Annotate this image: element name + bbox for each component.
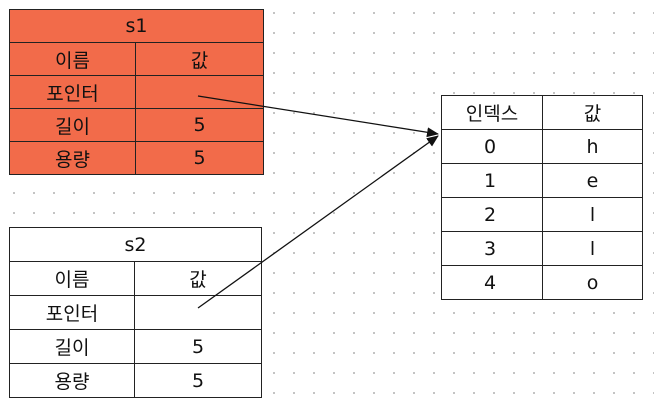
heap-value-0: h xyxy=(542,129,643,164)
heap-header-value: 값 xyxy=(542,95,643,130)
heap-value-2: l xyxy=(542,197,643,232)
heap-row: 2 l xyxy=(441,197,643,232)
heap-row: 4 o xyxy=(441,265,643,300)
s2-pointer-label: 포인터 xyxy=(9,295,135,330)
heap-row: 1 e xyxy=(441,163,643,198)
s2-row-length: 길이 5 xyxy=(9,329,262,364)
heap-index-0: 0 xyxy=(441,129,543,164)
s1-capacity-label: 용량 xyxy=(9,141,136,175)
s1-row-length: 길이 5 xyxy=(9,108,264,142)
heap-row: 0 h xyxy=(441,129,643,164)
s2-capacity-label: 용량 xyxy=(9,363,135,398)
heap-value-4: o xyxy=(542,265,643,300)
s2-header-name: 이름 xyxy=(9,261,135,296)
s1-pointer-arrow xyxy=(197,95,439,138)
s2-header-value: 값 xyxy=(134,261,262,296)
heap-header-index: 인덱스 xyxy=(441,95,543,130)
s1-row-capacity: 용량 5 xyxy=(9,141,264,175)
heap-value-1: e xyxy=(542,163,643,198)
s1-pointer-label: 포인터 xyxy=(9,75,136,109)
s2-row-capacity: 용량 5 xyxy=(9,363,262,398)
s1-capacity-value: 5 xyxy=(135,141,264,175)
s2-length-label: 길이 xyxy=(9,329,135,364)
s2-length-value: 5 xyxy=(134,329,262,364)
s2-title: s2 xyxy=(9,227,262,262)
heap-table: 인덱스 값 0 h 1 e 2 l 3 l 4 o xyxy=(441,95,643,300)
heap-index-4: 4 xyxy=(441,265,543,300)
s2-table: s2 이름 값 포인터 길이 5 용량 5 xyxy=(9,227,262,398)
heap-index-1: 1 xyxy=(441,163,543,198)
s1-title: s1 xyxy=(9,9,264,43)
heap-row: 3 l xyxy=(441,231,643,266)
heap-index-3: 3 xyxy=(441,231,543,266)
s2-capacity-value: 5 xyxy=(134,363,262,398)
s2-pointer-arrow xyxy=(197,135,439,309)
